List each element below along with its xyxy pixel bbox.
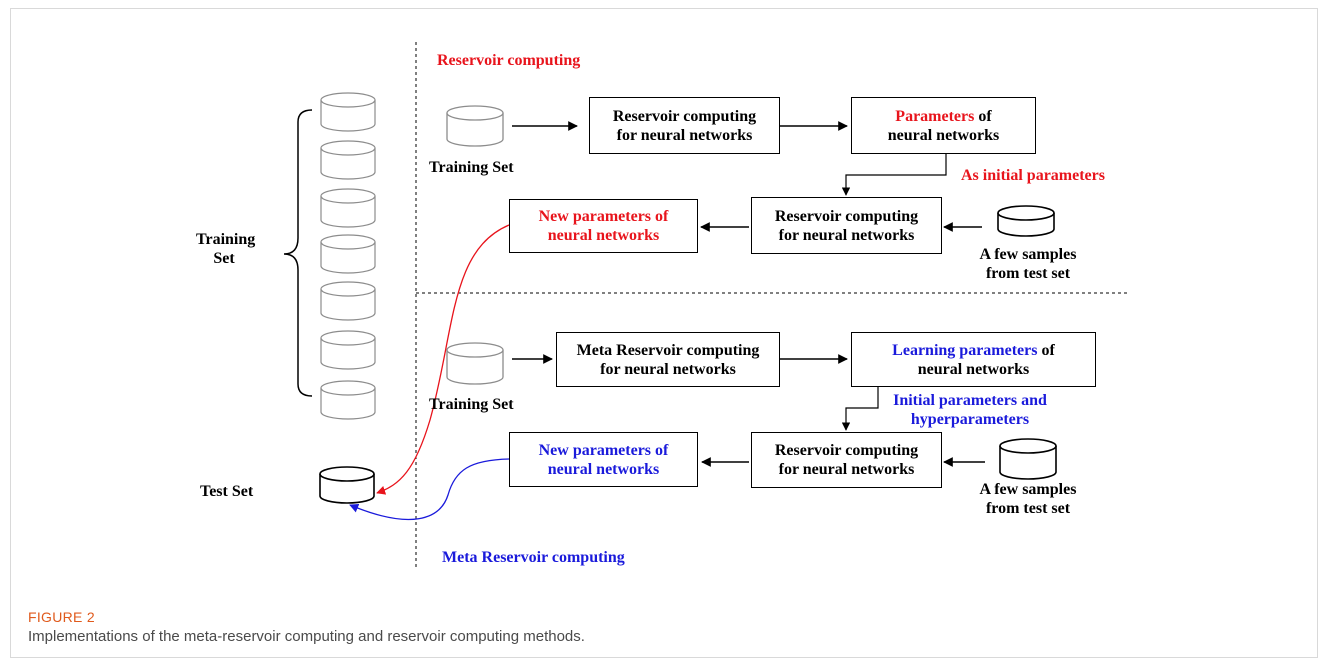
figure-label: FIGURE 2: [28, 609, 95, 625]
test-set-cylinder-icon: [319, 466, 375, 504]
training-cylinder-icon: [320, 281, 376, 321]
meta-learning-params-of: of: [1037, 341, 1055, 359]
training-set-cylinders: [320, 92, 376, 420]
meta-training-set-cylinder-icon: [446, 342, 504, 385]
figure-caption: Implementations of the meta-reservoir co…: [28, 628, 585, 645]
meta-samples-line1: A few samples: [979, 481, 1077, 498]
meta-new-params-line1: New parameters of: [538, 441, 669, 459]
meta-section-title: Meta Reservoir computing: [442, 549, 625, 566]
meta-samples-line2: from test set: [985, 500, 1071, 517]
reservoir-new-params-line1: New parameters of: [538, 208, 669, 225]
training-cylinder-icon: [320, 380, 376, 420]
meta-new-params-line2: neural networks: [547, 460, 660, 478]
reservoir-params-box-line1: Parameters of: [895, 107, 991, 126]
reservoir-samples-label: A few samples from test set: [970, 245, 1086, 283]
training-set-label-line1: Training: [196, 231, 256, 248]
meta-initial-note: Initial parameters and hyperparameters: [878, 391, 1062, 429]
reservoir-rc-box-line2: for neural networks: [616, 126, 753, 144]
figure-frame: [10, 8, 1318, 658]
meta-rc-box: Meta Reservoir computing for neural netw…: [556, 332, 780, 387]
training-set-brace: [283, 109, 313, 397]
reservoir-rc2-box: Reservoir computing for neural networks: [751, 197, 942, 254]
reservoir-rc2-box-line2: for neural networks: [778, 226, 915, 244]
meta-samples-label: A few samples from test set: [970, 480, 1086, 518]
meta-training-set-label: Training Set: [429, 396, 514, 413]
meta-learning-params-line1: Learning parameters of: [892, 341, 1055, 360]
meta-rc2-box: Reservoir computing for neural networks: [751, 432, 942, 488]
reservoir-samples-line1: A few samples: [979, 246, 1077, 263]
reservoir-rc-box-line1: Reservoir computing: [612, 107, 757, 125]
meta-test-samples-cylinder-icon: [999, 438, 1057, 480]
reservoir-training-set-cylinder-icon: [446, 105, 504, 147]
reservoir-initial-note: As initial parameters: [961, 167, 1105, 184]
training-cylinder-icon: [320, 234, 376, 274]
training-cylinder-icon: [320, 140, 376, 180]
meta-learning-params-box: Learning parameters of neural networks: [851, 332, 1096, 387]
arrow-params-to-rc2: [841, 154, 947, 196]
meta-new-params-box: New parameters of neural networks: [509, 432, 698, 487]
training-set-label-line2: Set: [213, 250, 235, 267]
training-cylinder-icon: [320, 188, 376, 228]
reservoir-params-of: of: [974, 107, 992, 125]
arrow-learning-to-rc2: [841, 387, 879, 431]
blue-arrow-to-test-set: [349, 458, 510, 521]
training-set-label: Training Set: [196, 230, 256, 268]
reservoir-params-highlight: Parameters: [895, 107, 975, 125]
reservoir-training-set-label: Training Set: [429, 159, 514, 176]
reservoir-params-box-line2: neural networks: [887, 126, 1000, 144]
test-set-label: Test Set: [200, 483, 254, 500]
meta-learning-params-highlight: Learning parameters: [892, 341, 1038, 359]
training-cylinder-icon: [320, 92, 376, 132]
meta-initial-note-line2: hyperparameters: [910, 411, 1030, 428]
red-arrow-to-test-set: [376, 224, 510, 495]
meta-rc2-box-line2: for neural networks: [778, 461, 915, 478]
training-cylinder-icon: [320, 330, 376, 370]
reservoir-rc2-box-line1: Reservoir computing: [774, 207, 919, 225]
reservoir-new-params-line2: neural networks: [547, 227, 660, 244]
meta-rc-box-line1: Meta Reservoir computing: [576, 341, 760, 359]
reservoir-test-samples-cylinder-icon: [997, 205, 1055, 237]
meta-rc-box-line2: for neural networks: [600, 360, 736, 378]
meta-learning-params-line2: neural networks: [917, 360, 1030, 378]
meta-rc2-box-line1: Reservoir computing: [774, 442, 919, 459]
reservoir-params-box: Parameters of neural networks: [851, 97, 1036, 154]
reservoir-samples-line2: from test set: [985, 265, 1071, 282]
reservoir-section-title: Reservoir computing: [437, 52, 581, 69]
reservoir-new-params-box: New parameters of neural networks: [509, 199, 698, 253]
meta-initial-note-line1: Initial parameters and: [893, 392, 1047, 409]
reservoir-rc-box: Reservoir computing for neural networks: [589, 97, 780, 154]
